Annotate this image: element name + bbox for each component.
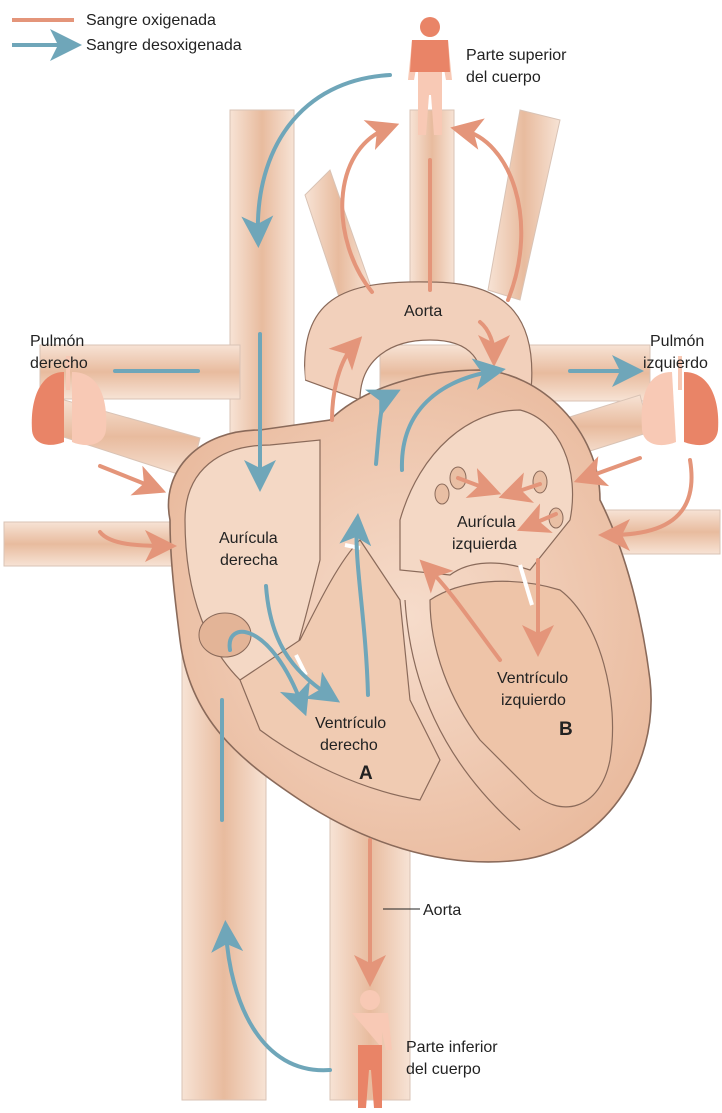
left-subclavian-artery xyxy=(488,110,560,300)
left-lung-label-1: Pulmón xyxy=(650,333,704,350)
flow-right-pulm-vein-upper xyxy=(100,466,155,488)
right-lung-label-2: derecho xyxy=(30,355,88,372)
left-atrium-label-1: Aurícula xyxy=(457,514,516,531)
aorta-top-label: Aorta xyxy=(404,303,442,320)
aorta-bottom-label: Aorta xyxy=(423,902,461,919)
legend-deoxygenated-label: Sangre desoxigenada xyxy=(86,37,242,54)
right-ventricle-label-1: Ventrículo xyxy=(315,715,386,732)
right-atrium-label-1: Aurícula xyxy=(219,530,278,547)
left-atrium-label-2: izquierda xyxy=(452,536,517,553)
marker-a: A xyxy=(359,763,373,784)
upper-body-label-1: Parte superior xyxy=(466,47,567,64)
legend-oxygenated-label: Sangre oxigenada xyxy=(86,12,216,29)
pulmonary-vein-opening-2 xyxy=(435,484,449,504)
right-atrium-label-2: derecha xyxy=(220,552,278,569)
marker-b: B xyxy=(559,719,573,740)
right-ventricle-label-2: derecho xyxy=(320,737,378,754)
left-ventricle-label-1: Ventrículo xyxy=(497,670,568,687)
right-pulmonary-vein-upper xyxy=(42,396,200,478)
lower-body-label-2: del cuerpo xyxy=(406,1061,481,1078)
left-ventricle-label-2: izquierdo xyxy=(501,692,566,709)
legend: Sangre oxigenada Sangre desoxigenada xyxy=(12,12,242,54)
right-lung-label-1: Pulmón xyxy=(30,333,84,350)
foramen-ovale xyxy=(199,613,251,657)
upper-body-label-2: del cuerpo xyxy=(466,69,541,86)
lower-body-label-1: Parte inferior xyxy=(406,1039,498,1056)
left-lung-label-2: izquierdo xyxy=(643,355,708,372)
